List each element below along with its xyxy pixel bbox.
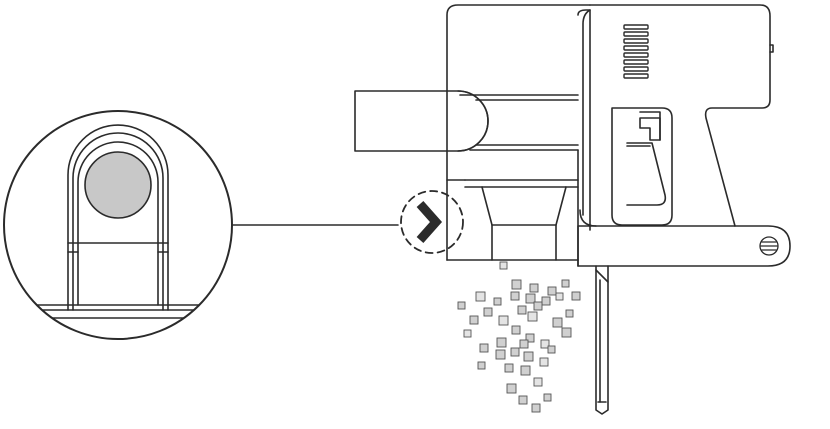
debris-particle xyxy=(561,327,572,338)
chevron-right-icon xyxy=(416,201,443,243)
debris-particle xyxy=(571,291,581,301)
debris-particle xyxy=(495,349,506,360)
release-button-detail xyxy=(84,151,152,219)
debris-particle xyxy=(547,345,556,354)
debris-particle xyxy=(469,315,479,325)
speaker-grille xyxy=(759,236,779,256)
debris-particle xyxy=(483,307,493,317)
vent-grille xyxy=(623,24,649,79)
debris-particle xyxy=(519,339,529,349)
inlet-nozzle xyxy=(354,90,579,152)
debris-particle xyxy=(523,351,534,362)
debris-particle xyxy=(493,297,502,306)
debris-particle xyxy=(552,317,563,328)
debris-particle xyxy=(555,292,564,301)
vacuum-body xyxy=(446,4,791,267)
debris-particle xyxy=(540,339,550,349)
debris-particle xyxy=(529,283,539,293)
trigger-window xyxy=(611,107,673,226)
debris-particle xyxy=(547,286,557,296)
debris-particle xyxy=(463,329,472,338)
debris-particle xyxy=(511,279,522,290)
debris-particle xyxy=(525,293,536,304)
latch-housing-outer xyxy=(67,124,169,311)
debris-particle xyxy=(506,383,517,394)
debris-particle xyxy=(525,333,535,343)
debris-particle xyxy=(533,301,543,311)
zoom-detail xyxy=(3,110,233,340)
release-indicator xyxy=(400,190,464,254)
battery-base xyxy=(577,225,791,267)
debris-particle xyxy=(457,301,466,310)
debris-particle xyxy=(499,261,508,270)
debris-particle xyxy=(511,325,521,335)
handle xyxy=(589,4,771,227)
debris-particle xyxy=(539,357,549,367)
debris-particle xyxy=(531,403,541,413)
debris-particle xyxy=(533,377,543,387)
debris-particle xyxy=(520,365,531,376)
debris-particle xyxy=(565,309,574,318)
debris-particle xyxy=(517,305,527,315)
debris-particle xyxy=(498,315,509,326)
dust-bin xyxy=(446,149,579,267)
debris-particle xyxy=(510,291,520,301)
falling-debris xyxy=(457,261,581,413)
debris-particle xyxy=(561,279,570,288)
debris-particle xyxy=(543,393,552,402)
debris-particle xyxy=(477,361,486,370)
debris-particle xyxy=(504,363,514,373)
debris-particle xyxy=(496,337,507,348)
debris-particle xyxy=(479,343,489,353)
debris-particle xyxy=(510,347,520,357)
debris-particle xyxy=(541,296,551,306)
debris-particle xyxy=(527,311,538,322)
bin-lid-flap xyxy=(595,265,609,415)
debris-particle xyxy=(518,395,528,405)
debris-particle xyxy=(475,291,486,302)
